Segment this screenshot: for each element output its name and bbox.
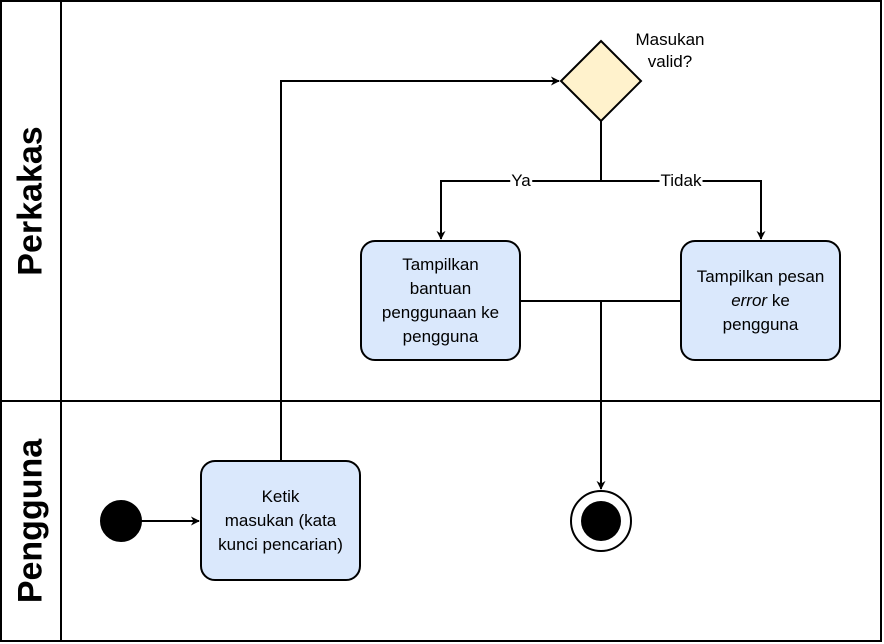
decision-line-1: Masukan	[635, 30, 705, 49]
decision-valid-input	[559, 39, 643, 123]
action-error-italic-word: error	[731, 290, 768, 310]
action-input-line-2: masukan (kata	[224, 510, 337, 530]
action-help-line-1: Tampilkan	[402, 254, 479, 274]
edge-decision-to-help	[436, 180, 601, 240]
action-help-line-4: pengguna	[402, 326, 479, 346]
start-node	[100, 500, 142, 542]
edge-input-to-decision	[280, 76, 560, 461]
action-input-keywords-label: Ketik masukan (kata kunci pencarian)	[201, 461, 360, 580]
action-show-help	[360, 240, 521, 361]
action-input-line-1: Ketik	[261, 486, 300, 506]
edge-label-yes: Ya	[510, 171, 532, 191]
end-node-inner	[581, 501, 621, 541]
action-input-line-3: kunci pencarian)	[218, 534, 343, 554]
edge-decision-to-error	[601, 180, 766, 240]
swimlane-pengguna	[0, 400, 882, 642]
action-show-error	[680, 240, 841, 361]
action-error-line-3: pengguna	[722, 314, 799, 334]
edge-label-no: Tidak	[659, 171, 703, 191]
action-input-keywords	[200, 460, 361, 581]
action-show-error-label: Tampilkan pesan error ke pengguna	[681, 241, 840, 360]
decision-valid-input-label: Masukan valid?	[624, 29, 716, 73]
action-error-line-1: Tampilkan pesan	[696, 266, 825, 286]
action-error-line-2-rest: ke	[767, 290, 790, 310]
lane-title-perkakas: Perkakas	[11, 126, 50, 276]
decision-line-2: valid?	[647, 52, 693, 71]
lane-title-pengguna: Pengguna	[11, 438, 50, 604]
action-help-line-2: bantuan	[409, 278, 472, 298]
action-help-line-3: penggunaan ke	[381, 302, 500, 322]
action-show-help-label: Tampilkan bantuan penggunaan ke pengguna	[361, 241, 520, 360]
